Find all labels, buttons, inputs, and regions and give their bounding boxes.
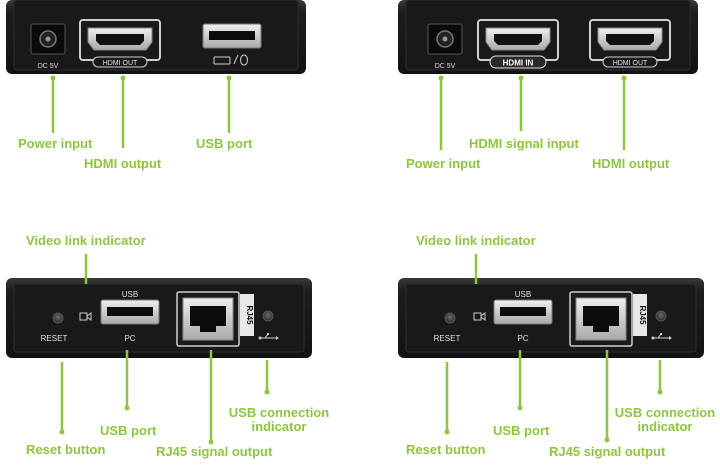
callout-usb-connection-line1: USB connection (228, 405, 330, 420)
callout-reset-button: Reset button (26, 442, 106, 457)
callout-hdmi-output: HDMI output (592, 156, 670, 171)
rj45-port (569, 291, 633, 347)
callout-power-input: Power input (406, 156, 481, 171)
hdmi-out-label: HDMI OUT (613, 60, 648, 67)
callout-dot (438, 75, 444, 81)
callout-video-link-indicator: Video link indicator (416, 233, 536, 248)
rj45-label: RJ45 (638, 305, 647, 325)
front-panel-right: RESET USB PC RJ45 (398, 254, 704, 443)
usb-port (202, 23, 262, 49)
usb-a-port (493, 299, 553, 325)
rj45-label-strip (240, 294, 254, 336)
callout-dot (621, 75, 627, 81)
hdmi-label-pill (92, 56, 148, 68)
callout-usb-port: USB port (493, 423, 550, 438)
usb-connection-led (655, 310, 667, 322)
callout-dot (657, 389, 663, 395)
usb-connection-led (262, 310, 274, 322)
usb-symbol-icon (651, 333, 672, 340)
callout-usb-connection-line2: indicator (251, 419, 307, 434)
callout-dot (604, 437, 610, 443)
callout-usb-port: USB port (100, 423, 157, 438)
front-panel-left: RESET USB PC RJ45 (6, 254, 312, 445)
callout-hdmi-output: HDMI output (84, 156, 162, 171)
callout-reset-button: Reset button (406, 442, 486, 457)
callout-dot (59, 429, 65, 435)
hdmi-in-label: HDMI IN (503, 59, 534, 68)
callout-power-input: Power input (18, 136, 93, 151)
callout-usb-connection-line2: indicator (637, 419, 693, 434)
reset-button-hole (52, 312, 64, 324)
dc-label: DC 5V (435, 63, 456, 70)
dc-jack (427, 23, 463, 55)
hdmi-out-label: HDMI OUT (103, 60, 138, 67)
usb-label: USB (122, 290, 138, 299)
reset-button-hole (444, 312, 456, 324)
callout-usb-connection-indicator: USB connection indicator (224, 406, 334, 434)
callout-dot (124, 405, 130, 411)
reset-label: RESET (434, 334, 461, 343)
pc-label: PC (124, 334, 135, 343)
rj45-label-strip (633, 294, 647, 336)
callout-usb-port: USB port (196, 136, 253, 151)
callout-dot (226, 75, 232, 81)
hdmi-in-port (477, 19, 559, 61)
hdmi-in-label-pill (489, 55, 547, 69)
hdmi-out-port (589, 19, 671, 61)
callout-dot (264, 389, 270, 395)
callout-dot (444, 429, 450, 435)
video-camera-icon (473, 312, 486, 321)
rj45-port (176, 291, 240, 347)
hdmi-out-port (79, 19, 161, 61)
usb-a-port (100, 299, 160, 325)
usb-label: USB (515, 290, 531, 299)
callout-rj45-signal-output: RJ45 signal output (156, 444, 273, 459)
callout-hdmi-signal-input: HDMI signal input (469, 136, 579, 151)
callout-usb-connection-line1: USB connection (614, 405, 716, 420)
pc-label: PC (517, 334, 528, 343)
callout-dot (50, 75, 56, 81)
transmitter-rear-panel: DC 5V HDMI OUT (6, 0, 306, 148)
dc-label: DC 5V (38, 63, 59, 70)
dc-jack (30, 23, 66, 55)
usb-symbol-icon (258, 333, 279, 340)
rj45-label: RJ45 (245, 305, 254, 325)
callout-dot (517, 405, 523, 411)
panel-face (13, 0, 299, 71)
hdmi-label-pill (602, 56, 658, 68)
callout-dot (208, 439, 214, 445)
callout-usb-connection-indicator: USB connection indicator (610, 406, 720, 434)
reset-label: RESET (41, 334, 68, 343)
video-camera-icon (79, 312, 92, 321)
callout-dot (120, 75, 126, 81)
callout-dot (518, 75, 524, 81)
receiver-rear-panel: DC 5V HDMI IN HDMI OUT (398, 0, 698, 150)
callout-rj45-signal-output: RJ45 signal output (549, 444, 666, 459)
usb-keyboard-mouse-icon (213, 54, 248, 66)
callout-video-link-indicator: Video link indicator (26, 233, 146, 248)
